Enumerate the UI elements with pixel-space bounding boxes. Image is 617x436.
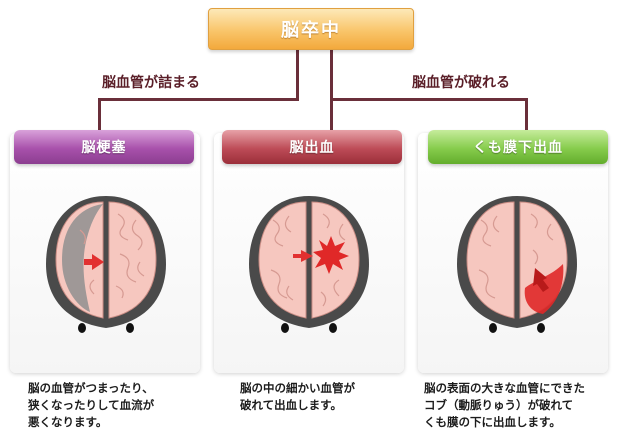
description-cerebral-hemorrhage: 脳の中の細かい血管が 破れて出血します。 xyxy=(240,380,355,414)
brain-subarachnoid-illustration xyxy=(457,196,577,333)
description-line: 脳の中の細かい血管が xyxy=(240,381,355,395)
connector-left-drop xyxy=(98,98,101,132)
category-subarachnoid-hemorrhage: くも膜下出血 xyxy=(428,130,608,164)
description-line: 悪くなります。 xyxy=(28,415,108,429)
connector-right-horizontal xyxy=(330,98,528,101)
category-cerebral-hemorrhage: 脳出血 xyxy=(222,130,402,164)
brain-hemorrhage-illustration xyxy=(249,196,369,333)
description-line: コブ（動脈りゅう）が破れて xyxy=(424,398,574,412)
description-cerebral-infarction: 脳の血管がつまったり、 狭くなったりして血流が 悪くなります。 xyxy=(28,380,154,431)
description-subarachnoid-hemorrhage: 脳の表面の大きな血管にできた コブ（動脈りゅう）が破れて くも膜の下に出血します… xyxy=(424,380,585,431)
connector-trunk-right xyxy=(330,48,333,100)
connector-right-drop xyxy=(525,98,528,132)
brain-infarction-illustration xyxy=(46,196,166,333)
stroke-title-box: 脳卒中 xyxy=(208,8,414,50)
description-line: 脳の表面の大きな血管にできた xyxy=(424,381,585,395)
description-line: くも膜の下に出血します。 xyxy=(424,415,561,429)
connector-middle-drop xyxy=(330,98,333,132)
category-cerebral-infarction: 脳梗塞 xyxy=(14,130,194,164)
description-line: 破れて出血します。 xyxy=(240,398,343,412)
branch-label-blocked: 脳血管が詰まる xyxy=(102,75,200,91)
description-line: 狭くなったりして血流が xyxy=(28,398,155,412)
description-line: 脳の血管がつまったり、 xyxy=(28,381,154,395)
connector-trunk-left xyxy=(296,48,299,100)
connector-left-horizontal xyxy=(98,98,299,101)
branch-label-ruptured: 脳血管が破れる xyxy=(412,75,510,91)
